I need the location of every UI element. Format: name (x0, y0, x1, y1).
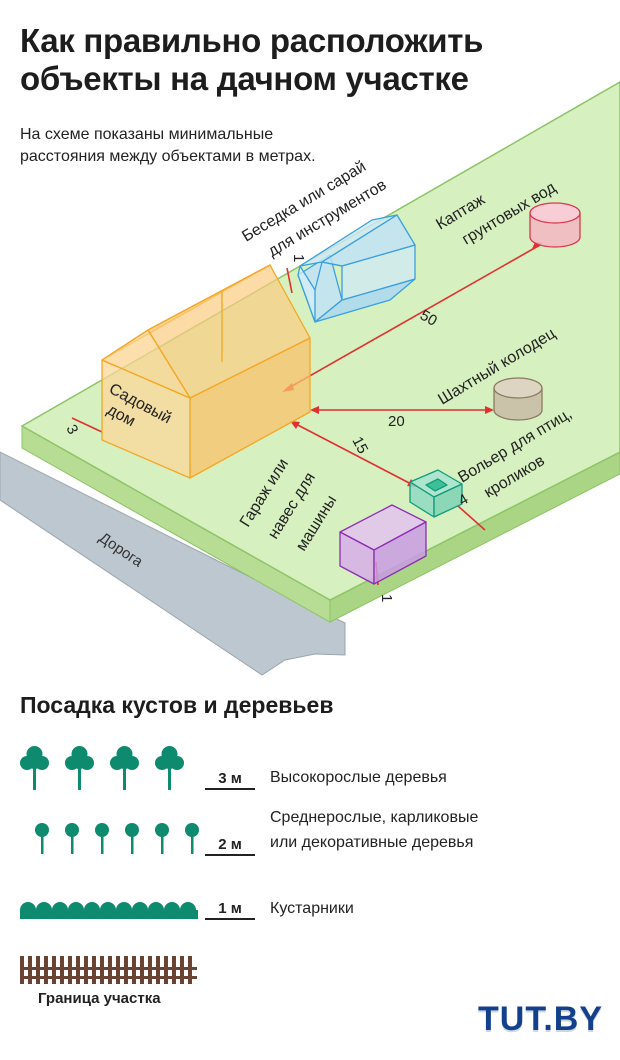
tall-tree-icon (20, 746, 49, 790)
arrow-house-well-b (485, 406, 494, 414)
planting-icons (20, 746, 199, 984)
arrow-house-aviary-a (290, 421, 300, 429)
medium-trees (35, 823, 199, 854)
logo: TUT.BY (478, 1000, 603, 1038)
medium-label-line1: Среднерослые, карликовые (270, 809, 479, 826)
medium-label-line2: или декоративные деревья (270, 834, 474, 851)
tall-tree-icon (65, 746, 94, 790)
line-house-spring (284, 244, 541, 391)
dist-house-well: 20 (388, 413, 405, 430)
planting-title: Посадка кустов и деревьев (20, 692, 334, 718)
dist-house-spring: 50 (417, 307, 440, 330)
medium-tree-icon (125, 823, 139, 854)
site-diagram: Дорога (0, 81, 620, 676)
shrub-distance: 1 м (205, 900, 255, 920)
medium-tree-icon (185, 823, 199, 854)
gazebo (297, 214, 416, 323)
shrub-label: Кустарники (270, 900, 354, 917)
medium-tree-icon (65, 823, 79, 854)
aviary (409, 469, 463, 518)
border-label: Граница участка (38, 990, 161, 1007)
page-title: Как правильно расположить объекты на дач… (20, 22, 484, 97)
well (493, 377, 543, 421)
tall-tree-icon (110, 746, 139, 790)
line-gazebo-border (286, 267, 293, 294)
garage (339, 504, 427, 585)
logo-shadow: TUT.BY (478, 1002, 603, 1040)
medium-tree-icon (95, 823, 109, 854)
dist-house-aviary: 15 (348, 434, 371, 457)
dist-gazebo-border: 1 (290, 254, 307, 262)
page-subtitle: На схеме показаны минимальные расстояния… (20, 126, 316, 165)
medium-distance: 2 м (205, 836, 255, 856)
shrubs (20, 902, 198, 919)
spring-capture (529, 202, 581, 248)
line-house-aviary (291, 421, 416, 487)
garden-house (101, 264, 311, 479)
arrow-house-well-a (310, 406, 319, 414)
line-aviary-border (457, 505, 486, 531)
tall-tree-icon (155, 746, 184, 790)
tall-trees (20, 746, 184, 790)
medium-tree-icon (35, 823, 49, 854)
tall-distance: 3 м (205, 770, 255, 790)
medium-tree-icon (155, 823, 169, 854)
plot-border-fence (20, 956, 197, 984)
dist-garage-border: 1 (378, 594, 395, 602)
line-house-border (71, 417, 103, 433)
tall-label: Высокорослые деревья (270, 769, 447, 786)
